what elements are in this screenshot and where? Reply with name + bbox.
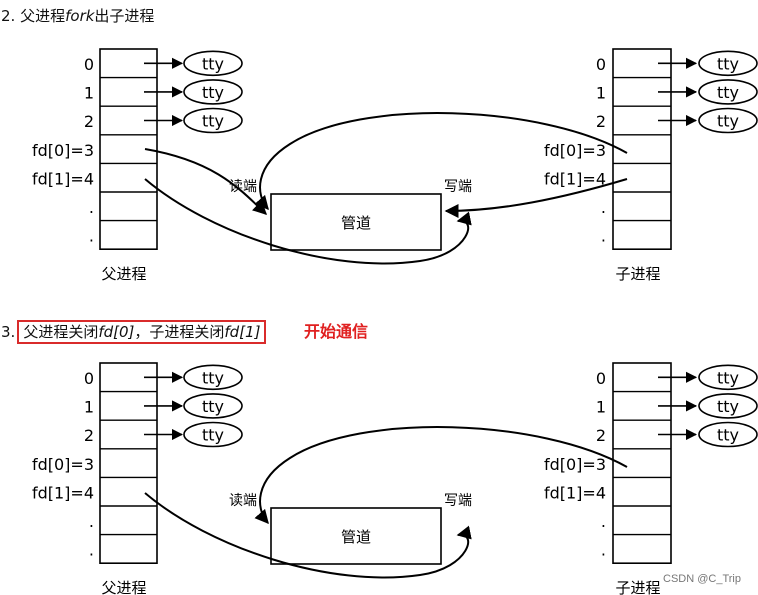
- row-ellipsis: .: [89, 227, 94, 246]
- parent-fd-row-label: 0: [84, 369, 94, 388]
- parent-tty-ellipse: [183, 107, 243, 134]
- pipe-box: [270, 193, 442, 251]
- parent-fd-row-label: 2: [84, 426, 94, 445]
- row-ellipsis: .: [601, 512, 606, 531]
- child-read-connection: [254, 426, 628, 525]
- parent-process-label: 父进程: [101, 265, 146, 283]
- child-tty-ellipse: [698, 79, 758, 105]
- tty-label: tty: [717, 112, 739, 131]
- parent-table-frame: [99, 362, 158, 564]
- caption-part: 父进程: [20, 7, 66, 25]
- pipe-box: [270, 507, 442, 565]
- row-ellipsis: .: [601, 227, 606, 246]
- child-fd-row-label: 1: [596, 84, 606, 103]
- parent-tty-ellipse: [183, 79, 243, 105]
- write-end-label: 写端: [444, 179, 472, 195]
- parent-process-label: 父进程: [101, 579, 146, 595]
- tty-label: tty: [202, 83, 224, 102]
- caption-part: 父进程关闭: [23, 323, 99, 341]
- parent-tty-ellipse: [183, 393, 243, 419]
- pipe-label: 管道: [341, 528, 371, 546]
- parent-fd-table: 0 1 2 fd[0]=3 fd[1]=4..: [32, 362, 158, 564]
- parent-tty-ellipse: [183, 421, 243, 448]
- tty-label: tty: [202, 426, 224, 445]
- child-fd-table: 0 1 2 fd[0]=3 fd[1]=4..: [544, 48, 672, 250]
- child-table-frame: [612, 48, 672, 250]
- diagram-after-close: 0 1 2 fd[0]=3 fd[1]=4.. 0 1 2 fd[0]=3 fd[1]=4.. tt…: [32, 362, 758, 595]
- section-number: 3.: [1, 323, 16, 341]
- tty-label: tty: [202, 112, 224, 131]
- child-tty-ellipse: [698, 421, 758, 448]
- row-ellipsis: .: [601, 541, 606, 560]
- tty-label: tty: [717, 368, 739, 387]
- child-tty-ellipse: [698, 107, 758, 134]
- parent-fd-row-label: fd[0]=3: [32, 141, 94, 160]
- pipe-label: 管道: [341, 214, 371, 232]
- parent-tty-ellipse: [183, 364, 243, 391]
- pipe: 管道: [270, 507, 442, 565]
- child-table-frame: [612, 362, 672, 564]
- child-fd-row-label: 2: [596, 426, 606, 445]
- pipe: 管道: [270, 193, 442, 251]
- row-ellipsis: .: [89, 512, 94, 531]
- parent-fd-row-label: 2: [84, 112, 94, 131]
- parent-fd-row-label: 1: [84, 398, 94, 417]
- parent-fd-row-label: fd[0]=3: [32, 455, 94, 474]
- tty-label: tty: [202, 54, 224, 73]
- row-ellipsis: .: [89, 198, 94, 217]
- child-process-label: 子进程: [615, 265, 660, 283]
- child-tty-ellipse: [698, 364, 758, 391]
- parent-fd-table: 0 1 2 fd[0]=3 fd[1]=4..: [32, 48, 158, 250]
- caption-part: ，子进程关闭: [134, 323, 225, 341]
- watermark: CSDN @C_Trip: [663, 573, 741, 585]
- child-fd-row-label: 0: [596, 55, 606, 74]
- highlight-box: 父进程关闭fd[0]，子进程关闭fd[1]: [17, 320, 267, 344]
- caption-code: fd[1]: [224, 323, 261, 341]
- parent-fd-row-label: fd[1]=4: [32, 483, 94, 502]
- section-number: 2.: [1, 7, 16, 25]
- parent-write-connection: [144, 492, 472, 579]
- child-write-connection: [444, 178, 628, 218]
- child-fd-read-label: fd[0]=3: [544, 455, 606, 474]
- tty-label: tty: [202, 397, 224, 416]
- child-fd-row-label: 2: [596, 112, 606, 131]
- caption-part: 出子进程: [94, 7, 155, 25]
- tty-label: tty: [202, 368, 224, 387]
- child-fd-row-label: 0: [596, 369, 606, 388]
- child-fd-write-label: fd[1]=4: [544, 169, 606, 188]
- tty-label: tty: [717, 83, 739, 102]
- read-end-label: 读端: [229, 492, 257, 509]
- write-end-label: 写端: [444, 493, 472, 509]
- tty-label: tty: [717, 426, 739, 445]
- read-end-label: 读端: [229, 178, 257, 195]
- tty-label: tty: [717, 54, 739, 73]
- parent-tty-ellipse: [183, 50, 243, 77]
- parent-fd-row-label: 1: [84, 84, 94, 103]
- child-fd-table: 0 1 2 fd[0]=3 fd[1]=4..: [544, 362, 672, 564]
- parent-write-connection: [144, 178, 472, 265]
- child-fd-read-label: fd[0]=3: [544, 141, 606, 160]
- child-tty-ellipse: [698, 50, 758, 77]
- section-2-caption: 2. 父进程fork出子进程: [1, 6, 154, 26]
- child-tty-ellipse: [698, 393, 758, 419]
- start-communication-note: 开始通信: [304, 322, 369, 341]
- caption-code: fork: [65, 7, 95, 25]
- child-read-connection: [254, 112, 628, 211]
- child-process-label: 子进程: [615, 579, 660, 595]
- tty-label: tty: [717, 397, 739, 416]
- row-ellipsis: .: [601, 198, 606, 217]
- row-ellipsis: .: [89, 541, 94, 560]
- caption-code: fd[0]: [98, 323, 135, 341]
- child-fd-row-label: 1: [596, 398, 606, 417]
- parent-fd-row-label: 0: [84, 55, 94, 74]
- section-3-caption: 3.父进程关闭fd[0]，子进程关闭fd[1]: [1, 320, 267, 344]
- child-fd-write-label: fd[1]=4: [544, 483, 606, 502]
- parent-fd-row-label: fd[1]=4: [32, 169, 94, 188]
- diagram-after-fork: 0 1 2 fd[0]=3 fd[1]=4.. 0 1 2 fd[0]=3 fd[1]=4.. tt…: [32, 48, 758, 283]
